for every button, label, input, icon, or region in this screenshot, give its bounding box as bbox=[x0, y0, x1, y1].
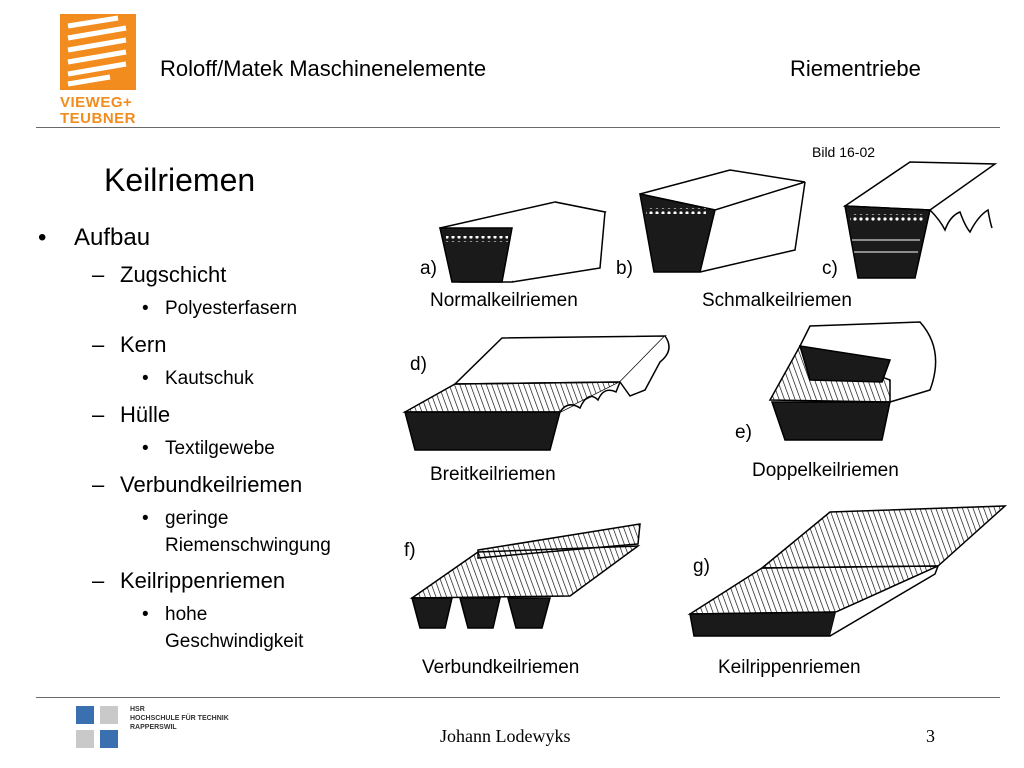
label-d: d) bbox=[410, 354, 427, 375]
label-g: g) bbox=[693, 556, 710, 577]
school-logo-mark bbox=[76, 706, 118, 748]
bullet-aufbau: Aufbau bbox=[74, 224, 151, 251]
dash-zugschicht: – bbox=[92, 262, 105, 287]
header-rule bbox=[36, 127, 1000, 128]
bullet-hohe-line1: hohe bbox=[165, 604, 208, 625]
footer-author: Johann Lodewyks bbox=[440, 726, 571, 746]
caption-normalkeilriemen: Normalkeilriemen bbox=[430, 290, 578, 311]
school-name-line2: HOCHSCHULE FÜR TECHNIK bbox=[130, 715, 229, 722]
bullet-geringe-line2: Riemenschwingung bbox=[165, 535, 331, 556]
dot-kautschuk: • bbox=[142, 368, 149, 389]
label-e: e) bbox=[735, 422, 752, 443]
belt-normal bbox=[438, 201, 607, 283]
figure-number: Bild 16-02 bbox=[812, 144, 876, 160]
school-name-line1: HSR bbox=[130, 706, 145, 713]
bullet-verbundkeilriemen: Verbundkeilriemen bbox=[120, 472, 303, 497]
bullet-kautschuk: Kautschuk bbox=[165, 368, 254, 389]
dot-polyester: • bbox=[142, 298, 149, 319]
belt-keilrippen bbox=[687, 505, 1008, 637]
bullet-textilgewebe: Textilgewebe bbox=[165, 438, 275, 459]
header-left-title: Roloff/Matek Maschinenelemente bbox=[160, 56, 487, 81]
bullet-huelle: Hülle bbox=[120, 402, 171, 427]
label-b: b) bbox=[616, 258, 633, 279]
caption-keilrippenriemen: Keilrippenriemen bbox=[718, 657, 861, 678]
school-logo: HSR HOCHSCHULE FÜR TECHNIK RAPPERSWIL bbox=[76, 706, 256, 754]
dot-hohe: • bbox=[142, 604, 149, 625]
bullet-zugschicht: Zugschicht bbox=[120, 262, 227, 287]
dash-verbund: – bbox=[92, 472, 105, 497]
publisher-logo-mark bbox=[60, 14, 136, 90]
bullet-keilrippenriemen: Keilrippenriemen bbox=[120, 568, 286, 593]
logo-text-line2: TEUBNER bbox=[60, 110, 137, 127]
dot-textil: • bbox=[142, 438, 149, 459]
dash-huelle: – bbox=[92, 402, 105, 427]
label-f: f) bbox=[404, 540, 416, 561]
bullet-geringe-line1: geringe bbox=[165, 508, 229, 529]
caption-breitkeilriemen: Breitkeilriemen bbox=[430, 464, 556, 485]
belt-illustrations bbox=[402, 161, 1008, 637]
logo-text-line1: VIEWEG+ bbox=[60, 94, 133, 111]
bullet-l1-mark: • bbox=[38, 224, 47, 251]
footer-page-number: 3 bbox=[926, 726, 935, 746]
slide-title: Keilriemen bbox=[104, 162, 256, 198]
caption-schmalkeilriemen: Schmalkeilriemen bbox=[702, 290, 852, 311]
caption-verbundkeilriemen: Verbundkeilriemen bbox=[422, 657, 580, 678]
header-right-title: Riementriebe bbox=[790, 56, 921, 81]
dash-kern: – bbox=[92, 332, 105, 357]
publisher-logo: VIEWEG+ TEUBNER bbox=[60, 14, 137, 127]
label-c: c) bbox=[822, 258, 838, 279]
school-name-line3: RAPPERSWIL bbox=[130, 724, 177, 731]
label-a: a) bbox=[420, 258, 437, 279]
footer-rule bbox=[36, 697, 1000, 698]
bullet-polyesterfasern: Polyesterfasern bbox=[165, 298, 298, 319]
dot-geringe: • bbox=[142, 508, 149, 529]
belt-doppel bbox=[768, 321, 937, 441]
dash-keilrippen: – bbox=[92, 568, 105, 593]
belt-verbund bbox=[409, 523, 641, 629]
belt-toothed bbox=[842, 161, 998, 279]
belt-breit bbox=[402, 335, 670, 451]
belt-schmal bbox=[639, 169, 806, 273]
bullet-kern: Kern bbox=[120, 332, 167, 357]
bullet-hohe-line2: Geschwindigkeit bbox=[165, 631, 304, 652]
caption-doppelkeilriemen: Doppelkeilriemen bbox=[752, 460, 899, 481]
